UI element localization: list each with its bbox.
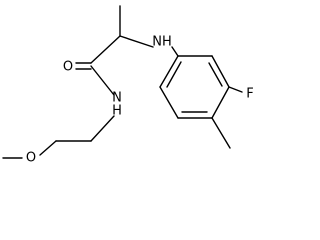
bond-alpha-nh [119,35,154,48]
atom-label-amide-h: H [112,104,122,119]
ring-bond-5 [159,86,179,119]
atom-labels: O NH N H F O [26,35,254,166]
ring-bond-2 [211,55,230,88]
atom-label-fluorine: F [246,87,253,102]
atom-label-amide-n: N [112,91,122,106]
bond-amide-n-ch2 [90,115,115,142]
atom-label-amine-nh: NH [152,35,172,50]
bonds [2,5,243,159]
atom-label-ether-oxygen: O [26,151,36,166]
ring-bond-6 [159,55,179,88]
bond-alpha-carbonyl [90,35,121,64]
bond-ch2-o [39,140,57,156]
chemical-structure-diagram: O NH N H F O [2,5,254,166]
atom-label-carbonyl-oxygen: O [63,60,73,75]
ring-bond-3 [211,86,230,119]
ring-inner-bond-1 [208,62,223,87]
ring-inner-bond-3 [166,61,182,88]
bond-carbonyl-amide-n [90,65,115,96]
bond-nh-ring [171,46,179,57]
bond-ring-methyl [211,117,231,149]
bond-ring-fluorine [228,86,243,93]
